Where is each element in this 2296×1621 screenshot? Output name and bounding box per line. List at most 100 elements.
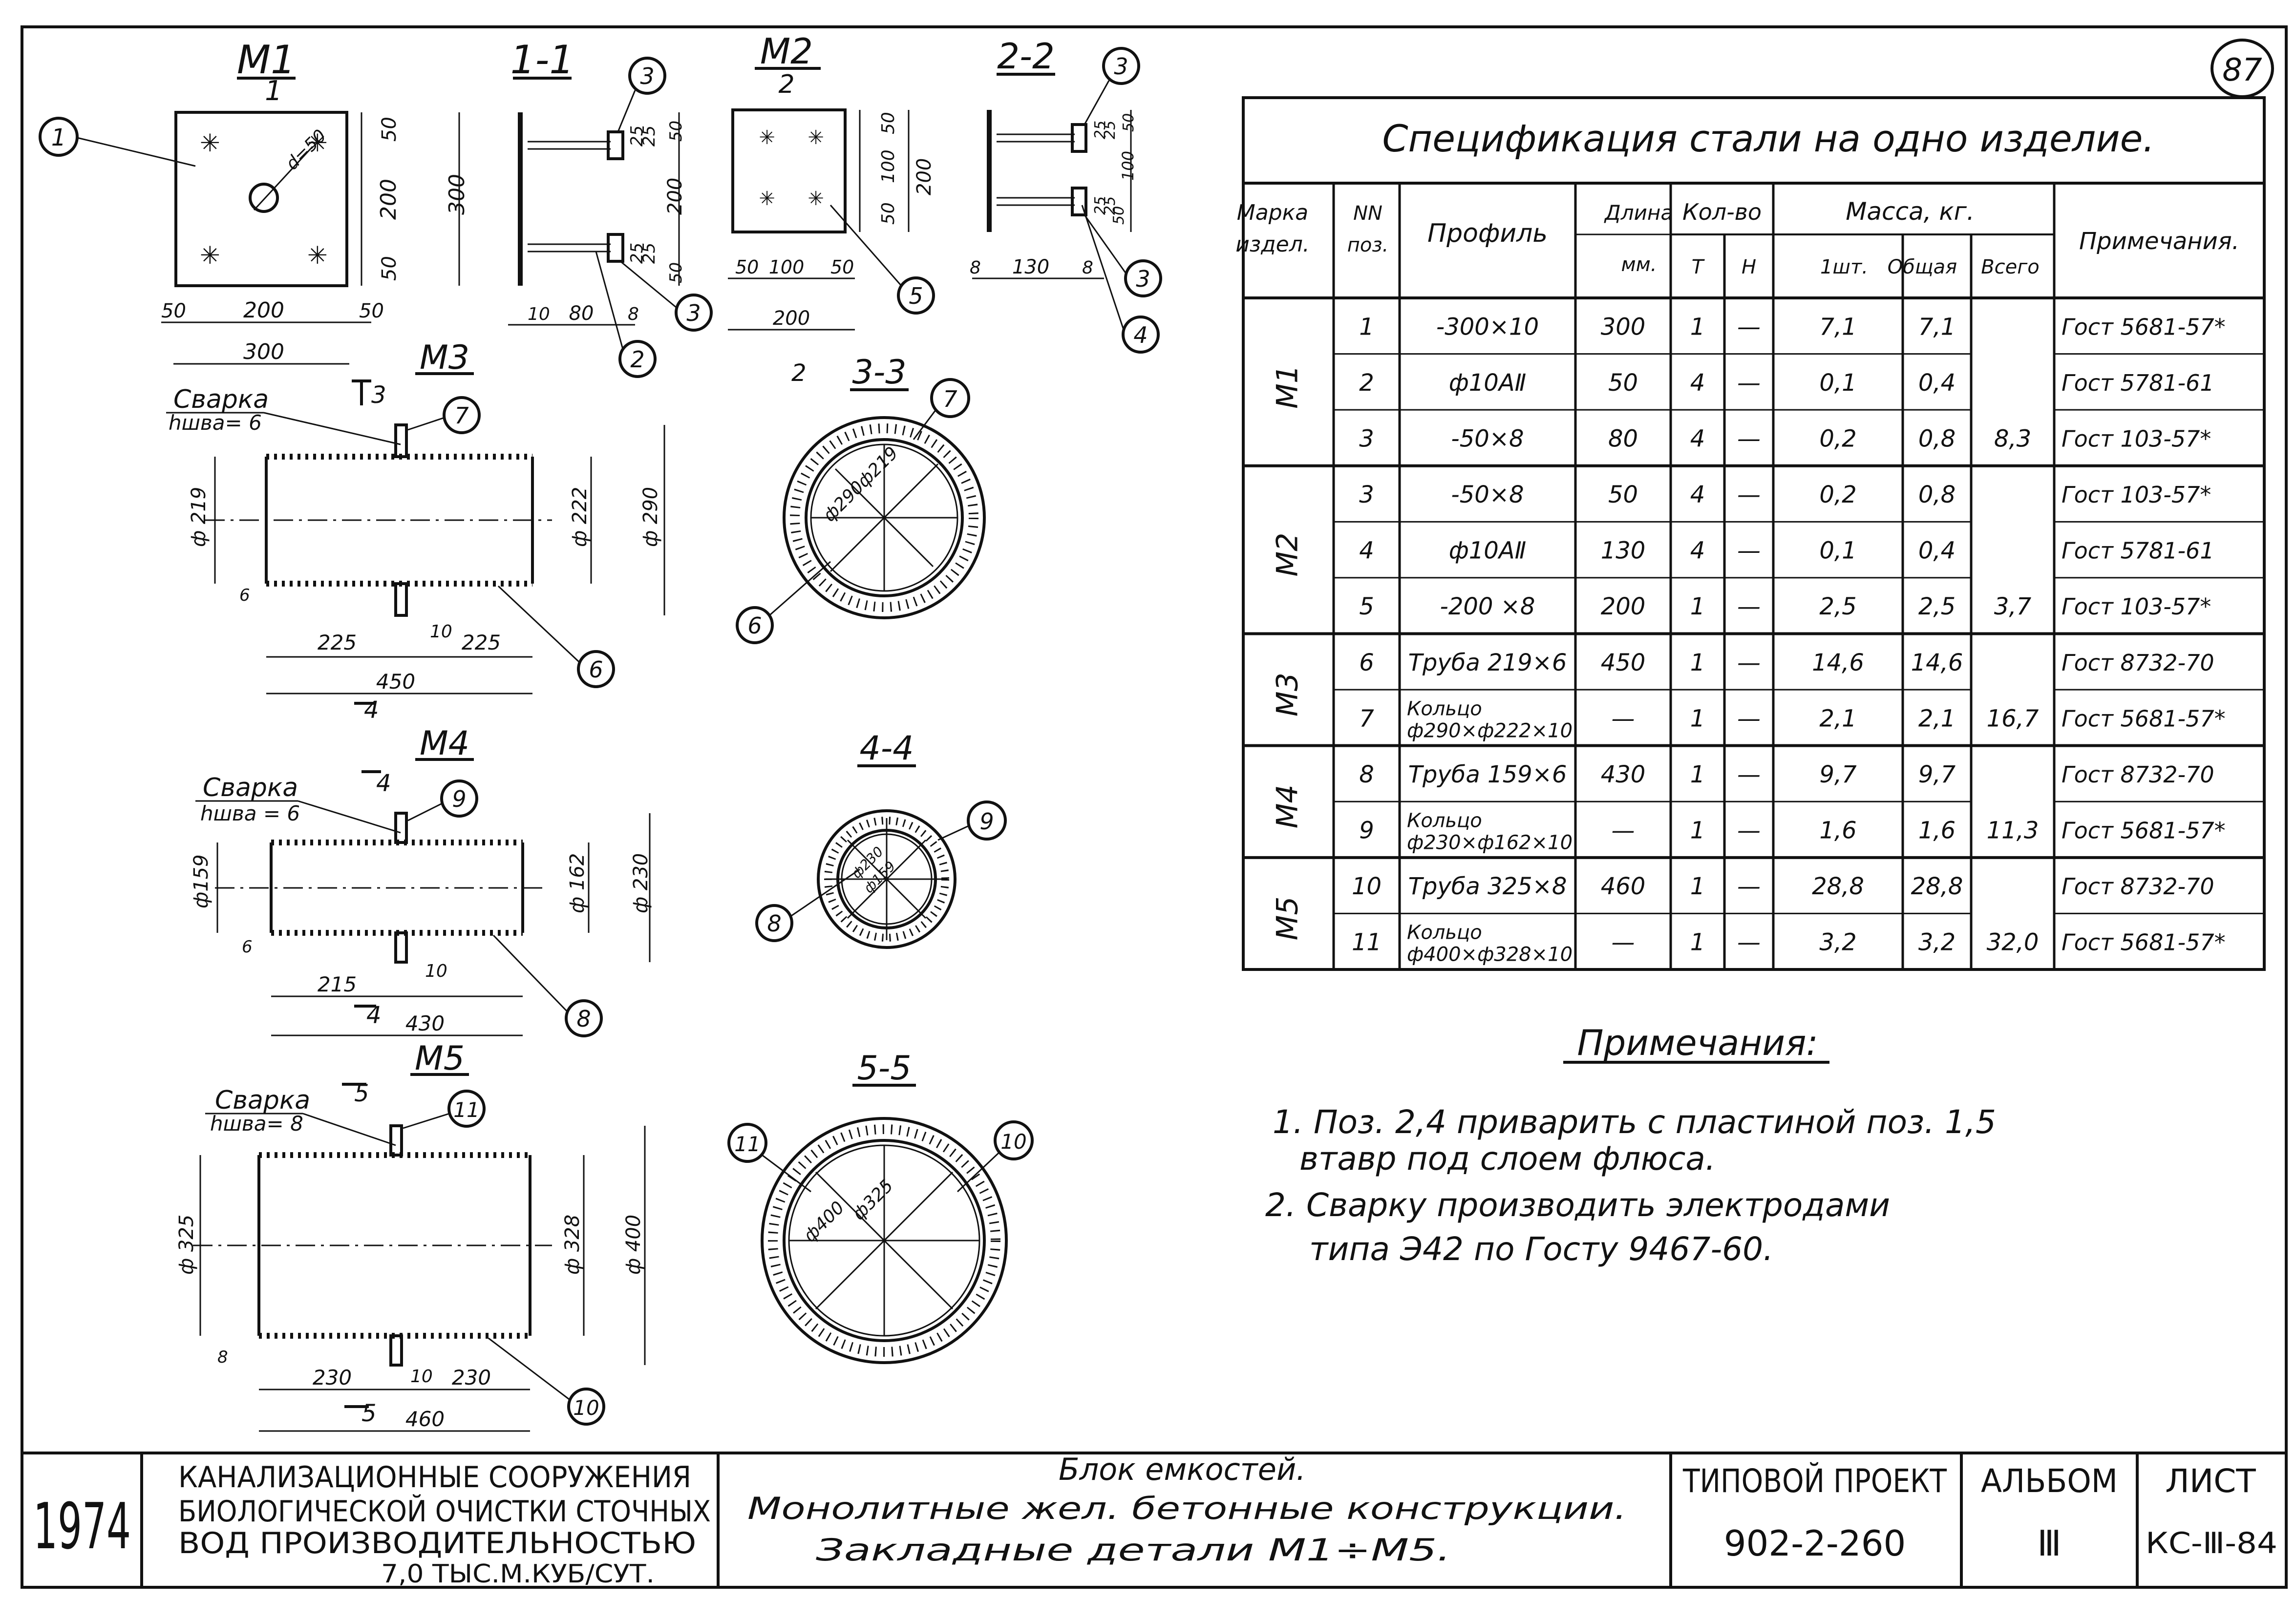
spec-profile: -50×8 <box>1451 481 1524 508</box>
svg-text:6: 6 <box>239 586 250 605</box>
spec-qty-n: — <box>1737 817 1761 844</box>
title-desc-1: Блок емкостей. <box>1059 1452 1306 1487</box>
svg-text:NN: NN <box>1353 202 1382 225</box>
svg-text:6: 6 <box>747 612 762 639</box>
spec-note: Гост 5781-61 <box>2062 370 2214 396</box>
spec-qty-t: 1 <box>1690 761 1705 788</box>
svg-text:✳: ✳ <box>200 129 220 157</box>
spec-mass-one: 0,1 <box>1819 537 1856 565</box>
svg-text:1-1: 1-1 <box>510 37 574 83</box>
spec-qty-t: 1 <box>1690 817 1705 844</box>
spec-mass-one: 0,2 <box>1819 481 1856 508</box>
svg-text:25: 25 <box>627 243 647 264</box>
svg-text:✳: ✳ <box>200 241 220 270</box>
svg-text:ф 219: ф 219 <box>188 487 210 547</box>
svg-text:230: 230 <box>313 1366 352 1389</box>
svg-text:Марка: Марка <box>1237 200 1308 225</box>
spec-mass-one: 2,5 <box>1819 593 1856 620</box>
svg-text:50: 50 <box>378 117 401 142</box>
title-block: 1974 КАНАЛИЗАЦИОННЫЕ СООРУЖЕНИЯ БИОЛОГИЧ… <box>22 1452 2286 1589</box>
title-org-3: ВОД ПРОИЗВОДИТЕЛЬНОСТЬЮ <box>178 1526 696 1560</box>
svg-text:Сварка: Сварка <box>203 773 298 802</box>
svg-text:2: 2 <box>778 70 794 99</box>
spec-mass-one: 3,2 <box>1819 929 1856 956</box>
svg-text:Т: Т <box>1692 256 1705 278</box>
drawing-m5: М5 Сварка hшва= 8 5 ф 325 ф 328 ф 400 8 … <box>175 1039 646 1432</box>
spec-length: 80 <box>1608 425 1638 452</box>
svg-text:50: 50 <box>878 202 898 225</box>
spec-mass-one: 9,7 <box>1819 761 1857 788</box>
spec-mass-total: 2,5 <box>1918 593 1956 620</box>
spec-pos: 1 <box>1359 313 1374 340</box>
spec-qty-t: 1 <box>1690 929 1705 956</box>
spec-length: 50 <box>1608 369 1638 397</box>
spec-length: — <box>1612 817 1635 844</box>
drawing-section-2-2: 2-2 25 25 50 100 25 25 50 8 130 8 3 3 4 <box>970 36 1162 354</box>
svg-text:мм.: мм. <box>1621 253 1657 276</box>
title-sheet: КС-Ⅲ-84 <box>2146 1526 2277 1560</box>
svg-text:Всего: Всего <box>1981 256 2040 278</box>
spec-note: Гост 103-57* <box>2062 425 2211 452</box>
note-1: 1. Поз. 2,4 приварить с пластиной поз. 1… <box>1273 1103 1996 1141</box>
spec-profile: Труба 219×6 <box>1408 649 1567 676</box>
svg-text:25: 25 <box>627 126 647 147</box>
svg-text:100: 100 <box>1119 151 1137 181</box>
spec-pos: 4 <box>1359 537 1374 565</box>
spec-qty-n: — <box>1737 369 1761 397</box>
svg-text:ф159: ф159 <box>190 854 213 908</box>
svg-text:9: 9 <box>979 808 994 835</box>
note-2-cont: типа Э42 по Госту 9467-60. <box>1309 1230 1773 1268</box>
svg-text:М1: М1 <box>237 37 296 83</box>
svg-text:300: 300 <box>243 339 284 364</box>
spec-note: Гост 103-57* <box>2062 593 2211 620</box>
spec-qty-n: — <box>1737 481 1761 508</box>
spec-mass-all: 32,0 <box>1987 929 2039 956</box>
svg-text:8: 8 <box>767 910 781 937</box>
svg-text:8: 8 <box>970 258 981 278</box>
svg-text:ф 325: ф 325 <box>175 1215 198 1275</box>
svg-text:50: 50 <box>878 112 898 134</box>
spec-note: Гост 5681-57* <box>2062 314 2226 340</box>
spec-mass-all: 11,3 <box>1987 817 2039 844</box>
spec-mass-one: 1,6 <box>1819 817 1856 844</box>
svg-text:Сварка: Сварка <box>173 385 269 414</box>
svg-text:ф 328: ф 328 <box>561 1215 584 1275</box>
svg-text:1: 1 <box>51 124 66 151</box>
spec-qty-n: — <box>1737 873 1761 900</box>
title-album-label: АЛЬБОМ <box>1981 1462 2118 1500</box>
title-album: Ⅲ <box>2037 1523 2062 1564</box>
spec-mass-total: 9,7 <box>1918 761 1956 788</box>
spec-length: 300 <box>1601 313 1646 340</box>
spec-title: Спецификация стали на одно изделие. <box>1382 117 2154 160</box>
svg-text:25: 25 <box>639 126 659 147</box>
spec-profile: ф290×ф222×10 <box>1407 719 1573 742</box>
svg-text:6: 6 <box>242 937 253 957</box>
spec-mass-one: 28,8 <box>1812 873 1864 900</box>
svg-text:✳: ✳ <box>759 126 775 149</box>
svg-text:Общая: Общая <box>1888 256 1957 278</box>
svg-text:50: 50 <box>666 262 686 283</box>
svg-text:6: 6 <box>589 656 603 683</box>
spec-length: — <box>1612 929 1635 956</box>
svg-text:Сварка: Сварка <box>215 1086 310 1115</box>
spec-length: 450 <box>1601 649 1646 676</box>
spec-mass-total: 7,1 <box>1918 313 1956 340</box>
svg-text:5-5: 5-5 <box>857 1049 911 1088</box>
spec-pos: 2 <box>1359 369 1374 397</box>
spec-qty-t: 4 <box>1690 537 1705 565</box>
spec-qty-t: 1 <box>1690 313 1705 340</box>
spec-mass-total: 3,2 <box>1918 929 1956 956</box>
svg-text:50: 50 <box>378 256 401 281</box>
svg-text:225: 225 <box>462 631 501 654</box>
spec-pos: 11 <box>1352 929 1382 956</box>
sheet-number: 87 <box>2211 39 2274 98</box>
svg-text:50: 50 <box>1110 206 1127 225</box>
spec-mark: М4 <box>1271 784 1305 828</box>
drawing-m4: М4 4 Сварка hшва = 6 4 ф159 ф 162 ф 230 … <box>190 696 652 1037</box>
spec-table: Спецификация стали на одно изделие. Марк… <box>1235 96 2266 971</box>
svg-text:✳: ✳ <box>759 188 775 210</box>
svg-text:50: 50 <box>735 256 759 278</box>
spec-mark: М1 <box>1271 365 1305 409</box>
title-sheet-label: ЛИСТ <box>2165 1462 2256 1500</box>
